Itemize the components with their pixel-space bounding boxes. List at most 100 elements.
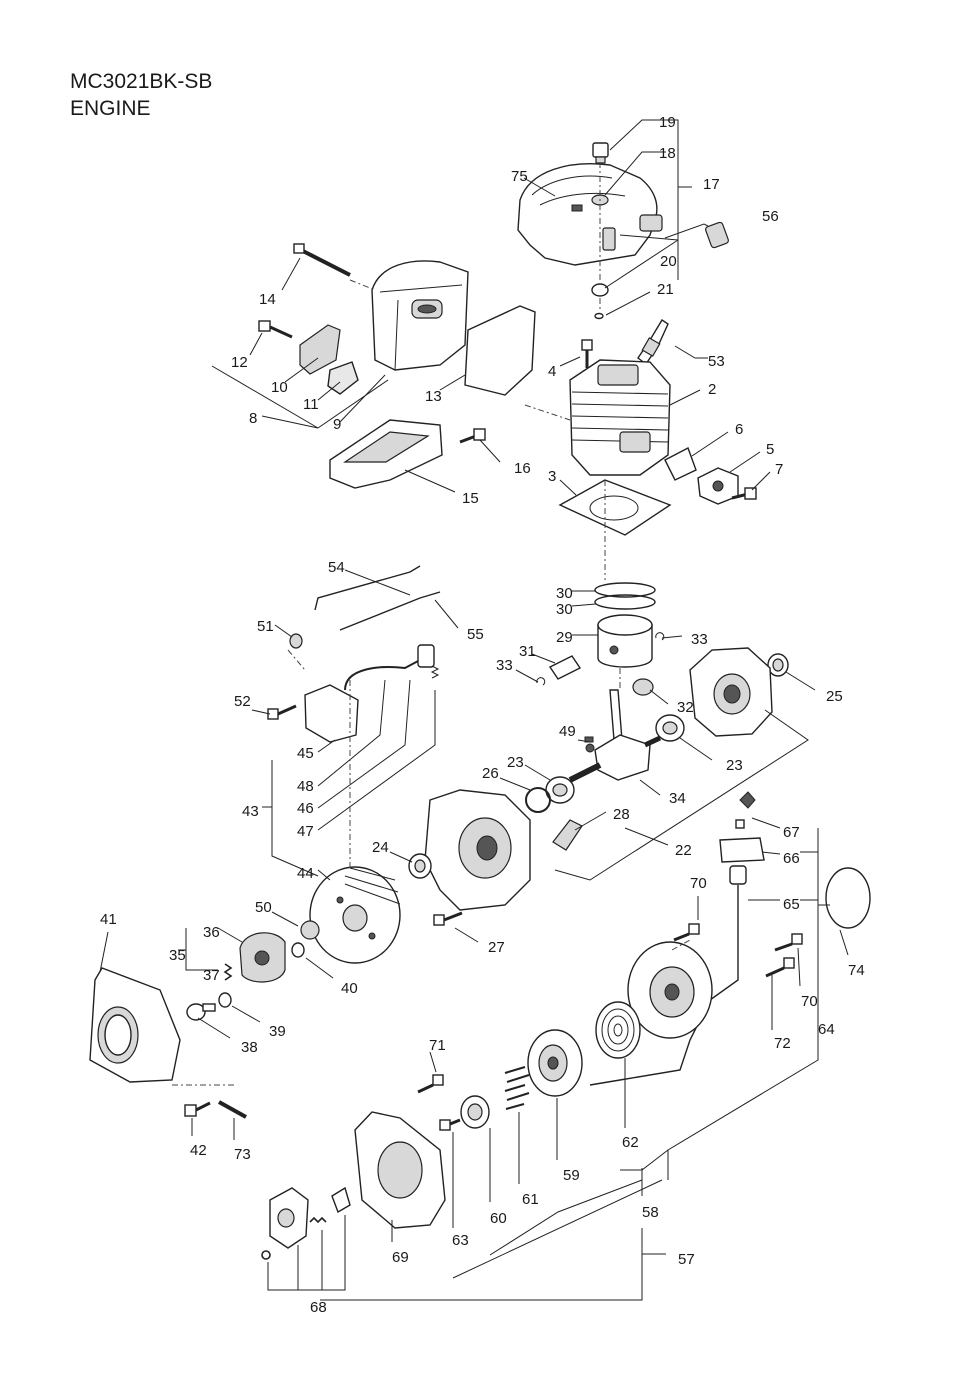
part-33-clip-a xyxy=(655,632,665,641)
part-23-bearing-right xyxy=(655,714,685,742)
callout-c5: 5 xyxy=(766,441,774,458)
callout-c62: 62 xyxy=(622,1134,639,1151)
part-62-recoil-spring xyxy=(595,1001,641,1059)
callout-c3: 3 xyxy=(548,468,556,485)
part-10-bracket xyxy=(299,324,341,375)
part-2-cylinder xyxy=(569,359,671,476)
part-53-spark-plug xyxy=(637,319,669,366)
part-4-screw xyxy=(581,339,593,368)
callout-c7: 7 xyxy=(775,461,783,478)
part-5-insulator xyxy=(697,467,739,505)
callout-c56: 56 xyxy=(762,208,779,225)
callout-c66: 66 xyxy=(783,850,800,867)
callout-c54: 54 xyxy=(328,559,345,576)
model-title: MC3021BK-SB xyxy=(70,70,213,93)
callout-c24: 24 xyxy=(372,839,389,856)
part-69-case xyxy=(354,1111,446,1229)
part-41-fan-housing xyxy=(89,967,181,1083)
callout-c40: 40 xyxy=(341,980,358,997)
part-22-crankcase-left xyxy=(424,789,531,911)
part-71-screw xyxy=(417,1074,444,1094)
callout-c58: 58 xyxy=(642,1204,659,1221)
leader-lines xyxy=(99,119,849,1301)
callout-c71: 71 xyxy=(429,1037,446,1054)
callout-c17: 17 xyxy=(703,176,720,193)
callout-c21: 21 xyxy=(657,281,674,298)
callout-c50: 50 xyxy=(255,899,272,916)
part-13-shield xyxy=(464,305,536,396)
part-42-screw xyxy=(184,1101,211,1117)
parts-artwork xyxy=(89,142,871,1260)
part-27-screw xyxy=(433,911,463,926)
part-55-wire xyxy=(339,591,441,631)
part-6-gasket xyxy=(664,447,697,481)
part-14-bolt xyxy=(293,243,351,277)
callout-c6: 6 xyxy=(735,421,743,438)
part-74-o-ring xyxy=(825,867,871,929)
part-59-pulley xyxy=(527,1029,583,1097)
part-61-spring xyxy=(504,1066,530,1110)
callout-c53: 53 xyxy=(708,353,725,370)
part-52-screw xyxy=(267,704,297,720)
callout-c55: 55 xyxy=(467,626,484,643)
callout-c39: 39 xyxy=(269,1023,286,1040)
part-22-crankcase-right xyxy=(689,647,773,737)
callout-c75: 75 xyxy=(511,168,528,185)
part-70-screw-b xyxy=(774,933,803,952)
callout-c10: 10 xyxy=(271,379,288,396)
assembly-centerlines xyxy=(172,162,691,1086)
callout-c47: 47 xyxy=(297,823,314,840)
part-60-ratchet xyxy=(460,1095,490,1129)
callout-c19: 19 xyxy=(659,114,676,131)
callout-c8: 8 xyxy=(249,410,257,427)
callout-c31: 31 xyxy=(519,643,536,660)
callout-c34: 34 xyxy=(669,790,686,807)
part-20-grommet xyxy=(591,283,609,297)
callout-c29: 29 xyxy=(556,629,573,646)
callout-c30b: 30 xyxy=(556,601,573,618)
part-17-cover xyxy=(517,163,663,266)
callout-c13: 13 xyxy=(425,388,442,405)
callout-c22: 22 xyxy=(675,842,692,859)
part-63-screw xyxy=(439,1118,461,1131)
callout-c64: 64 xyxy=(818,1021,835,1038)
part-45-ignition-coil xyxy=(304,644,440,743)
part-19-screw xyxy=(592,142,609,164)
part-39-washer xyxy=(218,992,232,1008)
callout-c67: 67 xyxy=(783,824,800,841)
callout-c4: 4 xyxy=(548,363,556,380)
callout-c11: 11 xyxy=(303,396,319,413)
callout-c27: 27 xyxy=(488,939,505,956)
part-12-screw xyxy=(258,320,293,339)
part-73-pin xyxy=(218,1100,247,1119)
part-29-piston xyxy=(597,614,653,668)
callout-c2: 2 xyxy=(708,381,716,398)
part-30-ring-lower xyxy=(594,594,656,610)
callout-c9: 9 xyxy=(333,416,341,433)
part-24-seal xyxy=(408,853,432,879)
part-33-clip-b xyxy=(536,677,546,686)
callout-c32: 32 xyxy=(677,699,694,716)
callout-c68: 68 xyxy=(310,1299,327,1316)
part-3-gasket xyxy=(558,479,672,536)
callout-c33a: 33 xyxy=(691,631,708,648)
part-70-screw-a xyxy=(673,923,700,942)
callout-c69: 69 xyxy=(392,1249,409,1266)
part-40-washer xyxy=(291,942,305,958)
part-54-wire xyxy=(314,565,421,611)
callout-c44: 44 xyxy=(297,865,314,882)
callout-c46: 46 xyxy=(297,800,314,817)
part-16-screw xyxy=(459,428,486,444)
part-31-pin xyxy=(548,655,582,680)
part-25-seal xyxy=(767,653,789,677)
part-37-spring xyxy=(223,963,233,981)
callout-c60: 60 xyxy=(490,1210,507,1227)
callout-c63: 63 xyxy=(452,1232,469,1249)
callout-c12: 12 xyxy=(231,354,248,371)
part-38-bolt xyxy=(186,1003,216,1021)
section-title: ENGINE xyxy=(70,97,151,120)
callout-c16: 16 xyxy=(514,460,531,477)
part-32-bearing xyxy=(632,678,654,696)
callout-c20: 20 xyxy=(660,253,677,270)
callout-c51: 51 xyxy=(257,618,274,635)
